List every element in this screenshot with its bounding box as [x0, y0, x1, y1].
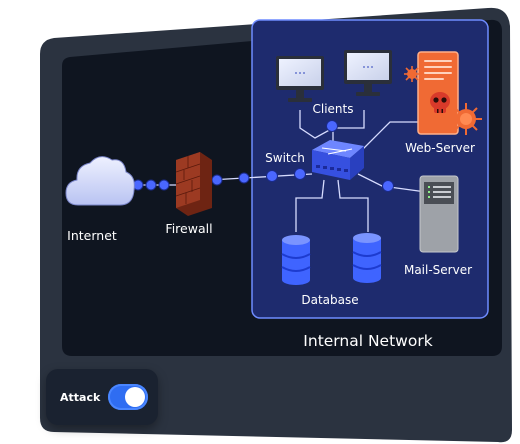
link-dot — [211, 174, 223, 186]
virus-icon — [404, 66, 420, 82]
clients-label: Clients — [313, 102, 354, 116]
link-dot — [238, 172, 250, 184]
link-dot — [294, 168, 306, 180]
attack-label: Attack — [60, 390, 101, 404]
database-label: Database — [301, 293, 358, 307]
switch-label: Switch — [265, 151, 305, 165]
attack-toggle[interactable] — [108, 384, 149, 410]
link-dot — [382, 180, 394, 192]
link-dot — [158, 179, 170, 191]
link-dot — [266, 170, 278, 182]
link-dot — [326, 120, 338, 132]
internet-label: Internet — [67, 228, 117, 243]
database-icon — [352, 233, 382, 283]
attack-control: Attack — [46, 369, 158, 425]
skull-icon — [430, 92, 450, 113]
switch-icon — [312, 140, 364, 180]
mail-server-label: Mail-Server — [404, 263, 472, 277]
client-monitor-icon — [344, 50, 392, 96]
link-dots — [132, 120, 394, 192]
toggle-knob — [125, 387, 146, 407]
mail-server-icon — [419, 175, 459, 253]
firewall-icon — [175, 152, 212, 216]
internal-network-label: Internal Network — [303, 332, 432, 350]
database-icon — [281, 235, 311, 285]
link-dot — [145, 179, 157, 191]
virus-core — [460, 113, 472, 125]
client-monitor-icon — [276, 56, 324, 102]
internet-cloud-icon — [65, 156, 135, 206]
firewall-label: Firewall — [165, 221, 212, 236]
web-server-label: Web-Server — [405, 141, 475, 155]
